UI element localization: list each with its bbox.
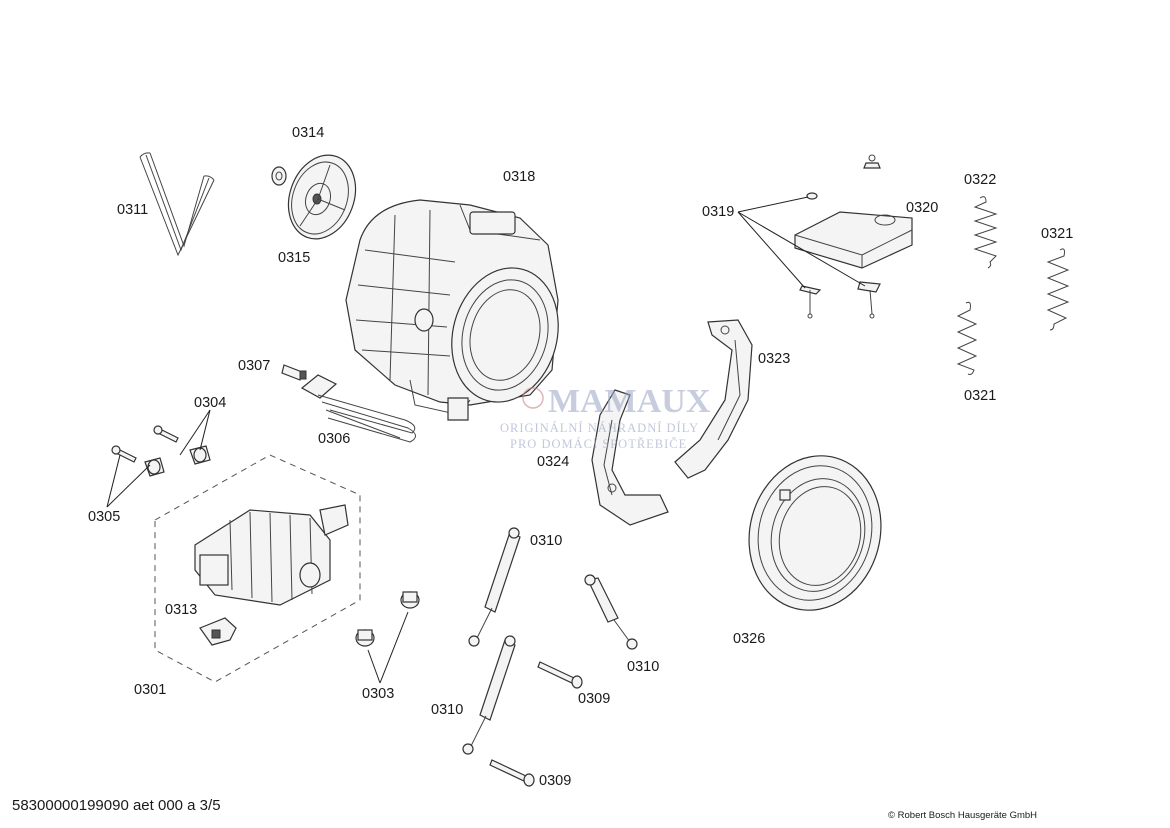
copyright-notice: © Robert Bosch Hausgeräte GmbH <box>888 810 1037 821</box>
bracket-0324 <box>591 389 669 526</box>
label-0310-upper: 0310 <box>530 533 562 549</box>
nut-top <box>863 154 881 169</box>
label-0323: 0323 <box>758 351 790 367</box>
shock-absorber-right <box>584 574 638 650</box>
label-0322: 0322 <box>964 172 996 188</box>
shock-absorber-lower <box>462 635 516 755</box>
label-0304: 0304 <box>194 395 226 411</box>
spring-0321-right <box>1046 248 1070 331</box>
label-0313: 0313 <box>165 602 197 618</box>
shock-absorber-upper <box>468 527 521 647</box>
watermark-line2: PRO DOMÁCÍ SPOTŘEBIČE <box>510 437 687 451</box>
label-0303: 0303 <box>362 686 394 702</box>
label-0319: 0319 <box>702 204 734 220</box>
fasteners-0304-0305 <box>111 425 211 477</box>
label-0309-lower: 0309 <box>539 773 571 789</box>
label-0326: 0326 <box>733 631 765 647</box>
watermark-logo-icon <box>522 387 544 409</box>
label-0321-right: 0321 <box>1041 226 1073 242</box>
label-0314: 0314 <box>292 125 324 141</box>
spring-0321-lower <box>956 301 978 375</box>
counterweight-0320 <box>794 211 913 269</box>
washer-0314 <box>271 166 287 186</box>
adjusting-feet-0303 <box>355 591 420 684</box>
bolt-0309-upper <box>537 661 583 689</box>
label-0309-upper: 0309 <box>578 691 610 707</box>
watermark-brand: MAMAUX <box>548 383 711 420</box>
bolt-0309-lower <box>489 759 535 787</box>
label-0310-right: 0310 <box>627 659 659 675</box>
carbon-brush-0313 <box>199 617 237 646</box>
label-0315: 0315 <box>278 250 310 266</box>
door-gasket-0326 <box>748 455 882 611</box>
document-id: 58300000199090 aet 000 a 3/5 <box>12 797 221 814</box>
label-0324: 0324 <box>537 454 569 470</box>
watermark-line1: ORIGINÁLNÍ NÁHRADNÍ DÍLY <box>500 421 699 435</box>
drive-belt-0311 <box>139 152 215 257</box>
label-0306: 0306 <box>318 431 350 447</box>
leader-lines-0305 <box>106 454 151 508</box>
label-0320: 0320 <box>906 200 938 216</box>
label-0310-lower: 0310 <box>431 702 463 718</box>
label-0305: 0305 <box>88 509 120 525</box>
label-0311: 0311 <box>117 202 148 218</box>
spring-0322 <box>973 196 998 269</box>
heating-element-0306 <box>300 374 416 443</box>
label-0301: 0301 <box>134 682 166 698</box>
watermark: MAMAUX ORIGINÁLNÍ NÁHRADNÍ DÍLY PRO DOMÁ… <box>500 383 711 451</box>
label-0321-lower: 0321 <box>964 388 996 404</box>
leader-lines-0304 <box>179 409 211 456</box>
ntc-sensor-0307 <box>281 364 307 381</box>
tub-assembly-0318 <box>345 199 559 421</box>
motor-0301 <box>154 454 361 683</box>
label-0307: 0307 <box>238 358 270 374</box>
pulley-0315 <box>287 154 357 240</box>
label-0318: 0318 <box>503 169 535 185</box>
leader-lines-0319 <box>737 196 866 289</box>
bracket-0323 <box>674 319 753 479</box>
